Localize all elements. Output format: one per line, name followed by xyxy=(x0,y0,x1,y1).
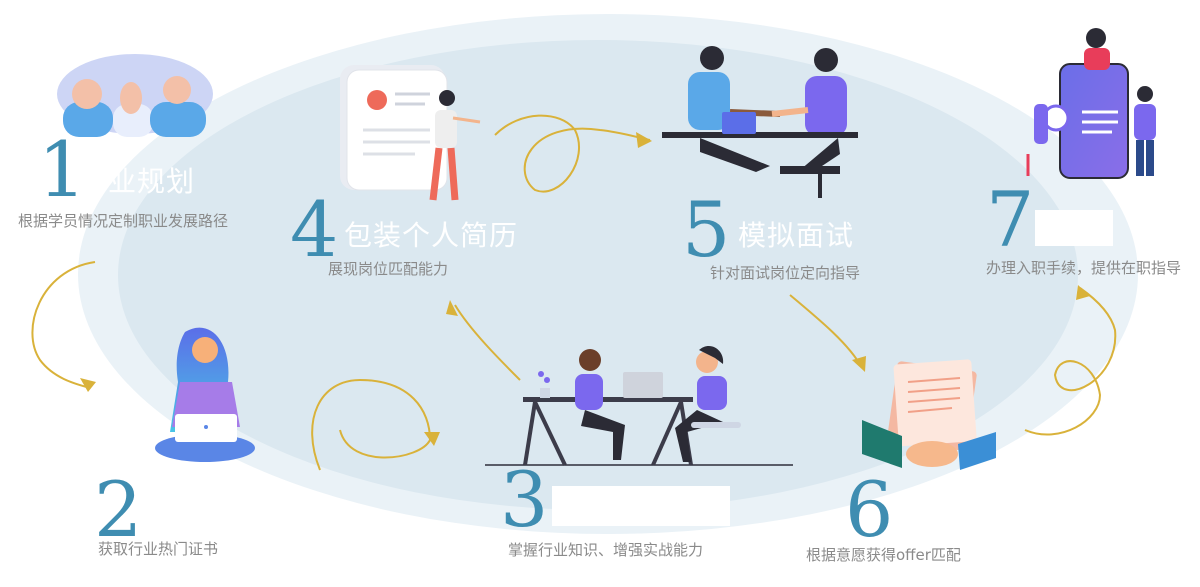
arrow-3-to-4 xyxy=(454,304,521,381)
step-3-number: 3 xyxy=(500,455,549,544)
step-2-number: 2 xyxy=(94,465,143,554)
interview-illustration xyxy=(662,46,858,198)
laptop-woman-illustration xyxy=(155,327,255,462)
step-1-number: 1 xyxy=(38,125,87,214)
step-1-description: 根据学员情况定制职业发展路径 xyxy=(18,212,229,230)
step-3-description: 掌握行业知识、增强实战能力 xyxy=(508,541,704,559)
step-5-description: 针对面试岗位定向指导 xyxy=(710,264,861,282)
step-4-title: 包装个人简历 xyxy=(344,219,519,252)
contract-illustration xyxy=(862,359,996,470)
step-6-description: 根据意愿获得offer匹配 xyxy=(806,546,961,564)
step-6-number: 6 xyxy=(845,465,894,554)
people-illustration xyxy=(57,54,213,137)
onboarding-phone-illustration xyxy=(1026,28,1156,179)
arrow-1-to-2 xyxy=(31,261,96,389)
step-1-title: 业规划 xyxy=(108,165,196,198)
step-4-description: 展现岗位匹配能力 xyxy=(328,260,449,278)
step-7-title-box xyxy=(1035,210,1113,246)
arrow-2-to-4 xyxy=(311,378,432,471)
arrow-5-to-6 xyxy=(789,294,863,369)
step-5-number: 5 xyxy=(682,185,731,274)
step-2-description: 获取行业热门证书 xyxy=(98,540,219,558)
arrow-6-to-7 xyxy=(1024,287,1117,436)
resume-illustration xyxy=(340,65,481,201)
arrow-4-to-5 xyxy=(494,114,651,193)
step-4-number: 4 xyxy=(290,185,339,274)
step-7-number: 7 xyxy=(986,175,1035,264)
step-3-title-box xyxy=(552,486,730,526)
team-table-illustration xyxy=(485,345,793,466)
step-7-description: 办理入职手续，提供在职指导 xyxy=(986,259,1182,277)
step-5-title: 模拟面试 xyxy=(738,219,855,252)
